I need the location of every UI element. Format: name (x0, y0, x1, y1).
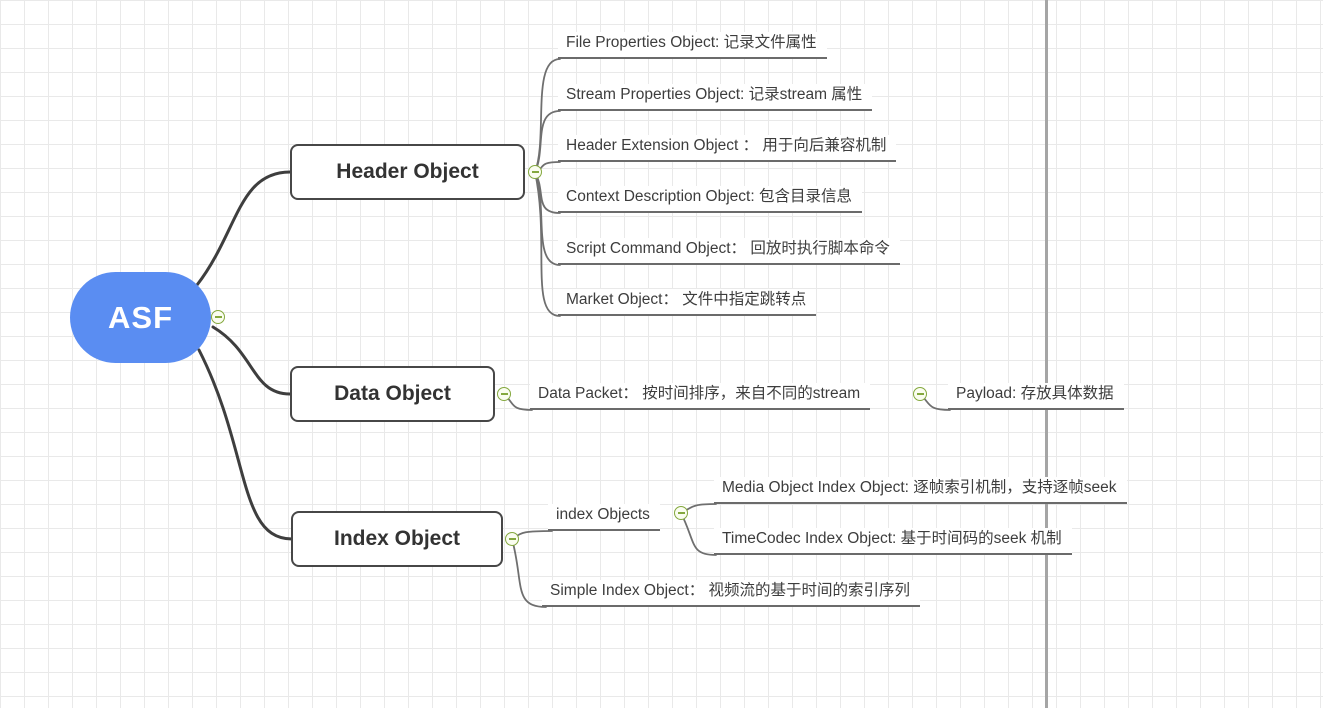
collapse-icon[interactable] (674, 506, 688, 520)
main-branch-curves (195, 170, 294, 541)
topic-stream-properties[interactable]: Stream Properties Object: 记录stream 属性 (558, 84, 873, 111)
topic-file-properties[interactable]: File Properties Object: 记录文件属性 (558, 32, 827, 59)
topic-media-object-index[interactable]: Media Object Index Object: 逐帧索引机制，支持逐帧se… (714, 477, 1127, 504)
topic-header-object[interactable]: Header Object (290, 144, 525, 200)
topic-index-objects[interactable]: index Objects (548, 504, 660, 531)
topic-script-command[interactable]: Script Command Object： 回放时执行脚本命令 (558, 238, 900, 265)
collapse-icon[interactable] (913, 387, 927, 401)
page-divider (1045, 0, 1048, 708)
collapse-icon[interactable] (528, 165, 542, 179)
topic-data-packet[interactable]: Data Packet： 按时间排序，来自不同的stream (530, 383, 871, 410)
collapse-icon[interactable] (505, 532, 519, 546)
topic-data-object[interactable]: Data Object (290, 366, 495, 422)
topic-header-extension[interactable]: Header Extension Object ： 用于向后兼容机制 (558, 135, 897, 162)
topic-timecodec-index[interactable]: TimeCodec Index Object: 基于时间码的seek 机制 (714, 528, 1072, 555)
collapse-icon[interactable] (211, 310, 225, 324)
root-topic-asf[interactable]: ASF (70, 272, 211, 363)
collapse-icon[interactable] (497, 387, 511, 401)
topic-index-object[interactable]: Index Object (291, 511, 503, 567)
topic-context-description[interactable]: Context Description Object: 包含目录信息 (558, 186, 862, 213)
topic-payload[interactable]: Payload: 存放具体数据 (948, 383, 1124, 410)
topic-market-object[interactable]: Market Object： 文件中指定跳转点 (558, 289, 817, 316)
topic-simple-index[interactable]: Simple Index Object： 视频流的基于时间的索引序列 (542, 580, 921, 607)
